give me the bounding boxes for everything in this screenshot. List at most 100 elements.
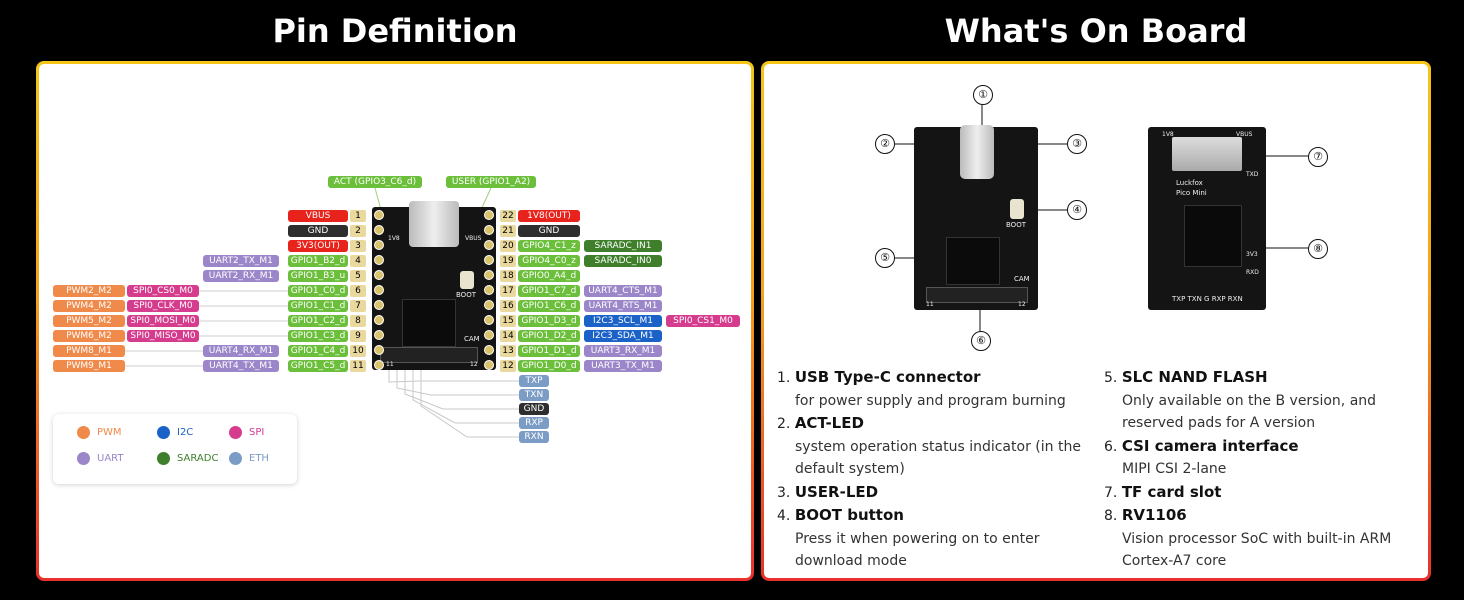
rxd-silk: RXD [1246,269,1259,276]
boot-silk: BOOT [456,291,476,299]
eth-pin-label: TXP [519,375,549,387]
legend-swatch [229,426,242,439]
callout-4: ④ [1067,200,1087,220]
board-pad [484,330,494,340]
eth-pin-label: GND [519,403,549,415]
board-pad [374,210,384,220]
board-pad [374,300,384,310]
v18-silk: 1V8 [388,235,400,242]
left-pin-number: 7 [350,300,366,312]
eth-pin-label: RXN [519,431,549,443]
right-pin-number: 21 [500,225,516,237]
right-pin-name: GPIO1_D2_d [518,330,580,342]
right-pin-alt1: UART4_CTS_M1 [584,285,662,297]
act-led-leader [374,187,382,211]
board-pad [374,225,384,235]
left-pin-alt1: SPI0_MISO_M0 [127,330,199,342]
left-pin-alt2: PWM6_M2 [53,330,125,342]
model-silk: Pico Mini [1176,189,1207,197]
legend-swatch [77,426,90,439]
right-pin-alt1: UART3_TX_M1 [584,360,662,372]
right-pin-alt1: SARADC_IN1 [584,240,662,252]
board-pad [374,345,384,355]
v33-silk: 3V3 [1246,251,1258,258]
vbus-back-silk: VBUS [1236,131,1253,138]
board-pad [484,345,494,355]
eth-pin-leader [420,370,519,438]
cam-silk: CAM [464,335,480,343]
right-pin-name: GND [518,225,580,237]
right-pin-number: 15 [500,315,516,327]
callout-5: ⑤ [875,248,895,268]
pin-connector-lines [125,187,519,438]
callout-7: ⑦ [1308,147,1328,167]
legend-label: I2C [177,427,194,438]
right-pin-number: 22 [500,210,516,222]
board-front-pinout: BOOT CAM 11 12 1V8 VBUS [372,201,496,370]
left-pin-alt2: PWM2_M2 [53,285,125,297]
boot-silk: BOOT [1006,221,1026,229]
left-pin-name: GPIO1_C2_d [288,315,348,327]
feature-7: 7. TF card slot [1104,482,1222,501]
right-pin-name: GPIO1_C6_d [518,300,580,312]
left-pin-alt2: PWM4_M2 [53,300,125,312]
feature-4: 4. BOOT button [777,506,904,524]
left-pin-alt2: PWM9_M1 [53,360,125,372]
right-pin-number: 17 [500,285,516,297]
rv1106-chip [1184,205,1242,267]
feature-6: 6. CSI camera interface [1104,436,1299,455]
left-pin-number: 6 [350,285,366,297]
callout-3: ③ [1067,134,1087,154]
feature-2: 2. ACT-LED [777,414,864,432]
eth-pin-leader [396,370,519,396]
board-pad [374,360,384,370]
left-pin-alt1: SPI0_MOSI_M0 [127,315,199,327]
feature-list-left: 1. USB Type-C connector for power supply… [777,366,1097,573]
left-pin-number: 5 [350,270,366,282]
board-back-photo: Luckfox Pico Mini TXP TXN G RXP RXN 1V8 … [1148,127,1266,310]
left-pin-number: 3 [350,240,366,252]
feature-5-desc: Only available on the B version, and res… [1122,392,1377,432]
left-pin-number: 2 [350,225,366,237]
callout-6: ⑥ [971,331,991,351]
board-pad [484,240,494,250]
board-pad [484,360,494,370]
left-pin-number: 10 [350,345,366,357]
board-pad [374,330,384,340]
feature-1-desc: for power supply and program burning [795,392,1066,409]
legend-swatch [229,452,242,465]
left-pin-name: GPIO1_C1_d [288,300,348,312]
pin11-silk: 11 [926,301,934,308]
camera-connector [380,347,478,363]
eth-pin-leader [404,370,519,410]
right-pin-number: 13 [500,345,516,357]
whats-on-board-panel: BOOT CAM 11 12 Luckfox Pico Mini TXP TXN… [761,61,1431,581]
left-pin-name: GPIO1_B3_u [288,270,348,282]
right-pin-name: 1V8(OUT) [518,210,580,222]
pin11-silk: 11 [386,361,394,368]
right-pin-name: GPIO0_A4_d [518,270,580,282]
v18-back-silk: 1V8 [1162,131,1174,138]
cam-silk: CAM [1014,275,1030,283]
left-pin-alt1: UART2_TX_M1 [203,255,279,267]
feature-8-desc: Vision processor SoC with built-in ARM C… [1122,530,1392,570]
feature-5: 5. SLC NAND FLASH [1104,368,1268,386]
left-pin-alt1: SPI0_CLK_M0 [127,300,199,312]
feature-4-desc: Press it when powering on to enter downl… [795,530,1040,570]
left-pin-number: 1 [350,210,366,222]
legend-label: PWM [97,427,122,438]
pin12-silk: 12 [1018,301,1026,308]
boot-button [1010,199,1024,219]
nand-flash-chip [946,237,1000,285]
feature-3: 3. USER-LED [777,482,879,501]
feature-2-desc: system operation status indicator (in th… [795,438,1081,478]
feature-8: 8. RV1106 [1104,506,1187,524]
legend-label: UART [97,453,124,464]
left-pin-alt1: UART4_RX_M1 [203,345,279,357]
right-pin-alt1: UART3_RX_M1 [584,345,662,357]
right-pin-alt1: I2C3_SDA_M1 [584,330,662,342]
user-led-label: USER (GPIO1_A2) [446,176,536,188]
left-pin-name: GPIO1_C5_d [288,360,348,372]
left-pin-number: 9 [350,330,366,342]
